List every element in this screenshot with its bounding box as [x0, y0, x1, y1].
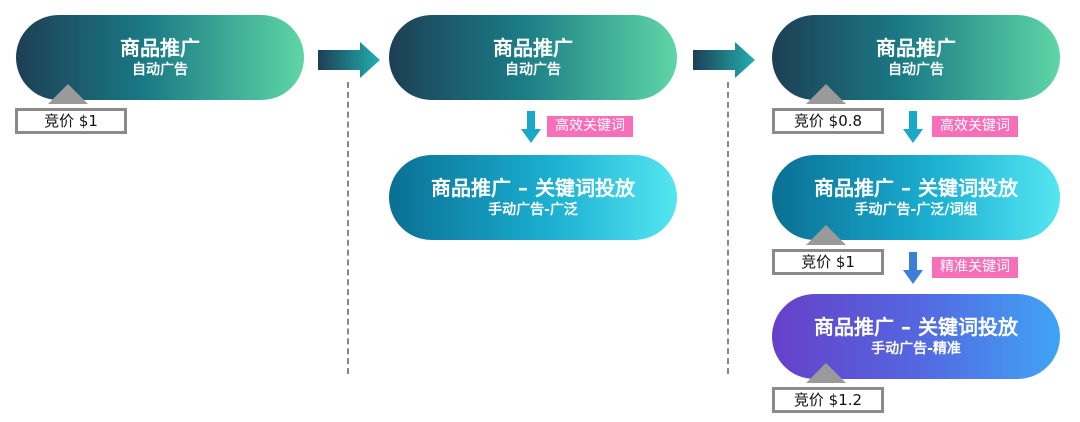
down-arrow-icon	[521, 111, 541, 143]
divider-1	[347, 82, 349, 374]
node-title: 商品推广	[876, 35, 956, 60]
node-subtitle: 自动广告	[888, 61, 944, 78]
node-title: 商品推广	[120, 35, 200, 60]
manual-exact-node: 商品推广 – 关键词投放 手动广告-精准	[772, 294, 1060, 379]
keyword-tag: 高效关键词	[932, 116, 1018, 137]
right-arrow-icon	[318, 42, 380, 78]
bid-box-broad: 竞价 $1	[772, 249, 884, 275]
node-title: 商品推广	[493, 35, 573, 60]
node-title: 商品推广 – 关键词投放	[814, 314, 1018, 339]
node-title: 商品推广 – 关键词投放	[814, 175, 1018, 200]
bid-box-exact: 竞价 $1.2	[772, 387, 884, 413]
node-subtitle: 自动广告	[132, 61, 188, 78]
bid-box-auto: 竞价 $0.8	[772, 108, 884, 134]
bid-pointer	[48, 84, 88, 104]
bid-box-1: 竞价 $1	[15, 108, 127, 134]
divider-2	[727, 82, 729, 374]
auto-ad-node-2: 商品推广 自动广告	[389, 15, 677, 100]
node-subtitle: 手动广告-精准	[871, 340, 961, 357]
node-subtitle: 手动广告-广泛/词组	[854, 201, 978, 218]
keyword-tag: 高效关键词	[547, 116, 633, 137]
bid-pointer	[806, 84, 846, 104]
node-title: 商品推广 – 关键词投放	[431, 175, 635, 200]
down-arrow-icon	[903, 111, 923, 143]
manual-broad-node: 商品推广 – 关键词投放 手动广告-广泛	[389, 155, 677, 240]
node-subtitle: 自动广告	[505, 61, 561, 78]
node-subtitle: 手动广告-广泛	[488, 201, 578, 218]
bid-pointer	[806, 363, 846, 383]
right-arrow-icon	[693, 42, 755, 78]
down-arrow-icon	[903, 252, 923, 284]
keyword-tag: 精准关键词	[932, 257, 1018, 278]
bid-pointer	[806, 225, 846, 245]
